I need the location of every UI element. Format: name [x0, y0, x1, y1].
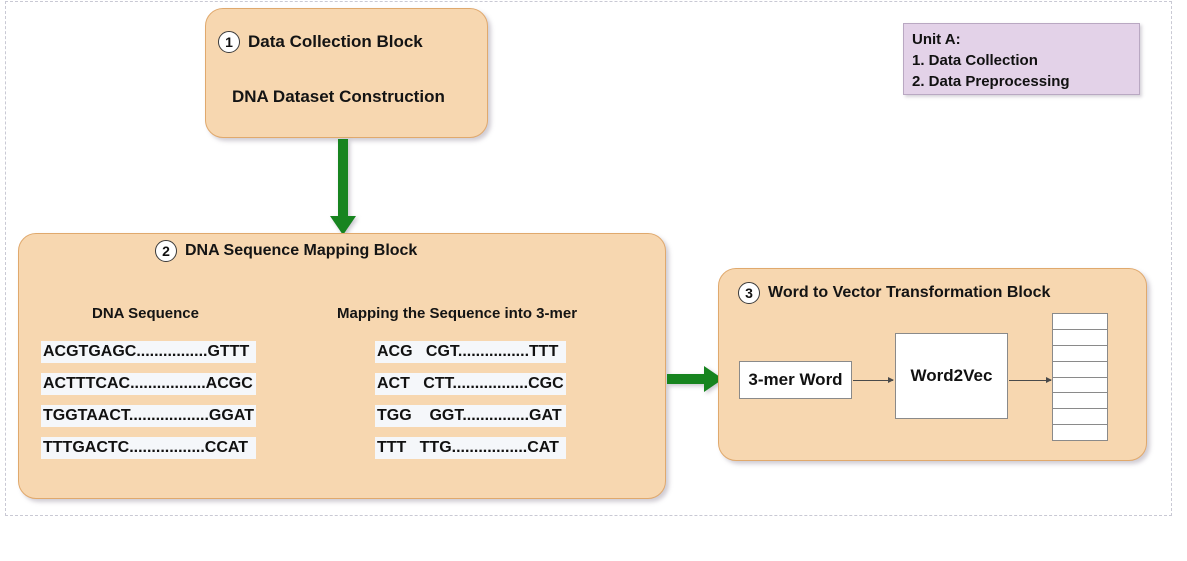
legend-item: 2. Data Preprocessing	[912, 73, 1070, 90]
list-item: TTTGACTC.................CCAT	[41, 437, 256, 459]
block2-title-text: DNA Sequence Mapping Block	[185, 242, 418, 259]
block3-number-badge: 3	[738, 282, 760, 304]
list-item: TGG GGT...............GAT	[375, 405, 566, 427]
arrow-down-green-icon	[330, 139, 356, 235]
vector-cell	[1053, 330, 1107, 346]
vector-cell	[1053, 314, 1107, 330]
list-item: TGGTAACT..................GGAT	[41, 405, 256, 427]
vector-cell	[1053, 362, 1107, 378]
dna-sequence-list: ACGTGAGC................GTTT ACTTTCAC...…	[41, 341, 256, 459]
block1-number-badge: 1	[218, 31, 240, 53]
list-item: ACT CTT.................CGC	[375, 373, 566, 395]
legend-title: Unit A:	[912, 31, 961, 48]
output-vector-column	[1052, 313, 1108, 441]
vector-cell	[1053, 378, 1107, 394]
data-collection-block	[205, 8, 488, 138]
block2-number-badge: 2	[155, 240, 177, 262]
dna-sequence-column-header: DNA Sequence	[92, 305, 199, 322]
kmer-sequence-list: ACG CGT................TTT ACT CTT......…	[375, 341, 566, 459]
legend-item: 1. Data Collection	[912, 52, 1038, 69]
block1-title-text: Data Collection Block	[248, 32, 423, 51]
vector-cell	[1053, 409, 1107, 426]
block1-title-group: 1 Data Collection Block	[218, 31, 423, 53]
vector-cell	[1053, 393, 1107, 410]
block3-title-text: Word to Vector Transformation Block	[768, 284, 1051, 301]
block3-title-group: 3 Word to Vector Transformation Block	[738, 282, 1050, 304]
list-item: TTT TTG.................CAT	[375, 437, 566, 459]
arrow-right-thin-icon	[853, 377, 894, 383]
block2-title-group: 2 DNA Sequence Mapping Block	[155, 240, 417, 262]
vector-cell	[1053, 346, 1107, 362]
arrow-right-thin-icon	[1009, 377, 1052, 383]
block1-subtitle: DNA Dataset Construction	[232, 87, 445, 106]
list-item: ACGTGAGC................GTTT	[41, 341, 256, 363]
list-item: ACG CGT................TTT	[375, 341, 566, 363]
kmer-mapping-column-header: Mapping the Sequence into 3-mer	[337, 305, 578, 322]
unit-a-legend: Unit A: 1. Data Collection 2. Data Prepr…	[903, 23, 1140, 95]
word2vec-box: Word2Vec	[895, 333, 1008, 419]
list-item: ACTTTCAC.................ACGC	[41, 373, 256, 395]
kmer-word-box: 3-mer Word	[739, 361, 852, 399]
arrow-right-green-icon	[667, 366, 723, 392]
vector-cell	[1053, 425, 1107, 440]
